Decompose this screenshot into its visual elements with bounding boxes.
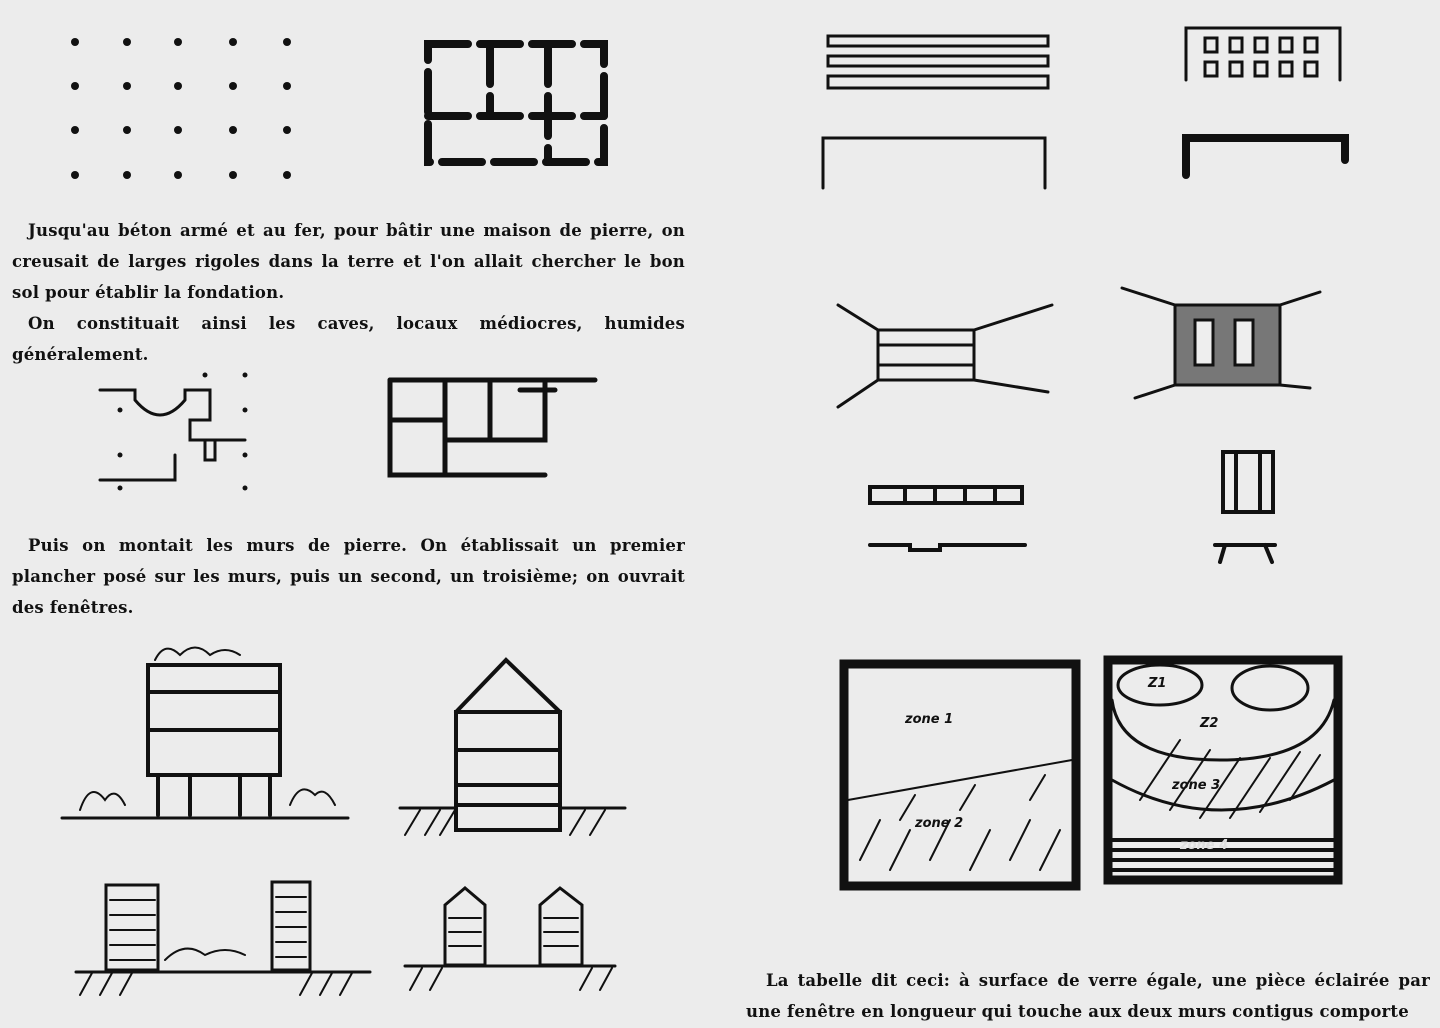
pilotis-dot — [174, 171, 182, 179]
free-plan-sketch — [98, 388, 247, 482]
z1-label: Z1 — [1148, 676, 1167, 691]
zone-1-label: zone 1 — [905, 712, 954, 727]
pilotis-dot — [174, 38, 182, 46]
paragraph-tabelle: La tabelle dit ceci: à surface de verre … — [746, 971, 1430, 1021]
zone-3-label: zone 3 — [1172, 778, 1221, 793]
pilotis-dot — [123, 126, 131, 134]
pilotis-dot — [71, 82, 79, 90]
tabelle-text-block: La tabelle dit ceci: à surface de verre … — [746, 965, 1430, 1027]
zone-4-label: zone 4 — [1180, 838, 1229, 853]
pilotis-dot — [283, 171, 291, 179]
vertical-window-facade-sketch — [1182, 26, 1349, 179]
horizontal-window-facade-sketch — [821, 34, 1050, 190]
pilotis-house-section-sketch — [60, 646, 350, 820]
zone-2-label: zone 2 — [915, 816, 964, 831]
light-spread-horizontal-sketch — [836, 303, 1054, 409]
pilotis-dot-grid-sketch — [71, 38, 291, 179]
pilotis-dot — [123, 171, 131, 179]
light-spread-vertical-sketch — [1120, 286, 1322, 400]
pilotis-dot — [229, 38, 237, 46]
pilotis-dot — [229, 126, 237, 134]
walls-text-block: Puis on montait les murs de pierre. On é… — [12, 530, 685, 623]
load-bearing-wall-plan-sketch — [424, 40, 608, 166]
traditional-house-section-sketch — [398, 657, 627, 836]
paragraph-foundation: Jusqu'au béton armé et au fer, pour bâti… — [12, 221, 685, 302]
lighting-zone-diagram-2 — [1103, 655, 1343, 885]
pilotis-dot — [71, 126, 79, 134]
pilotis-dots-plan — [117, 372, 248, 491]
lighting-zone-diagram-1 — [839, 659, 1081, 891]
pilotis-dot — [283, 126, 291, 134]
traditional-plan-sketch — [387, 377, 598, 478]
pilotis-dot — [123, 82, 131, 90]
pilotis-dot — [123, 38, 131, 46]
pilotis-dot — [71, 171, 79, 179]
pilotis-dot — [174, 82, 182, 90]
pilotis-dot — [229, 171, 237, 179]
pilotis-dot — [71, 38, 79, 46]
pilotis-dot — [283, 38, 291, 46]
z2-label: Z2 — [1200, 716, 1219, 731]
towers-sketch — [74, 880, 372, 996]
paragraph-walls: Puis on montait les murs de pierre. On é… — [12, 536, 685, 617]
pilotis-dot — [229, 82, 237, 90]
row-houses-sketch — [403, 886, 617, 991]
foundation-text-block: Jusqu'au béton armé et au fer, pour bâti… — [12, 215, 685, 370]
window-detail-sketches — [868, 450, 1277, 564]
pilotis-dot — [174, 126, 182, 134]
paragraph-cellars: On constituait ainsi les caves, locaux m… — [12, 314, 685, 364]
pilotis-dot — [283, 82, 291, 90]
